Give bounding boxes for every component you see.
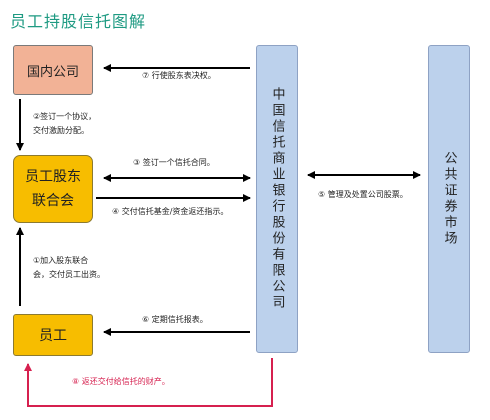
securities-market-label: 公共证券市场 xyxy=(441,151,457,247)
employee-box: 员工 xyxy=(13,314,93,356)
step7-label: ⑦ 行使股东表决权。 xyxy=(142,71,216,80)
step4-label: ④ 交付信托基金/资金返还指示。 xyxy=(112,207,229,216)
employee-union-box: 员工股东 联合会 xyxy=(13,155,93,223)
step6-label: ⑥ 定期信托报表。 xyxy=(142,315,208,324)
trust-bank-box: 中国信托商业银行股份有限公司 xyxy=(256,45,298,353)
trust-bank-label: 中国信托商业银行股份有限公司 xyxy=(269,87,285,311)
securities-market-box: 公共证券市场 xyxy=(428,45,470,353)
employee-union-label-line2: 联合会 xyxy=(32,193,74,209)
employee-union-label-line1: 员工股东 xyxy=(25,169,81,185)
step1-label-line2: 会，交付员工出资。 xyxy=(33,270,105,279)
page-title: 员工持股信托图解 xyxy=(10,12,147,31)
domestic-company-label: 国内公司 xyxy=(26,64,79,80)
step3-label: ③ 签订一个信托合同。 xyxy=(133,158,215,167)
step1-label-line1: ①加入股东联合 xyxy=(33,256,89,265)
domestic-company-box: 国内公司 xyxy=(13,45,93,95)
step8-label: ⑧ 返还交付给信托的财产。 xyxy=(72,377,170,386)
step2-label-line2: 交付激励分配。 xyxy=(33,126,89,135)
step5-label: ⑤ 管理及处置公司股票。 xyxy=(318,190,408,199)
arrow-step8 xyxy=(24,358,273,407)
step2-label-line1: ②签订一个协议， xyxy=(33,112,97,121)
employee-label: 员工 xyxy=(39,328,67,344)
